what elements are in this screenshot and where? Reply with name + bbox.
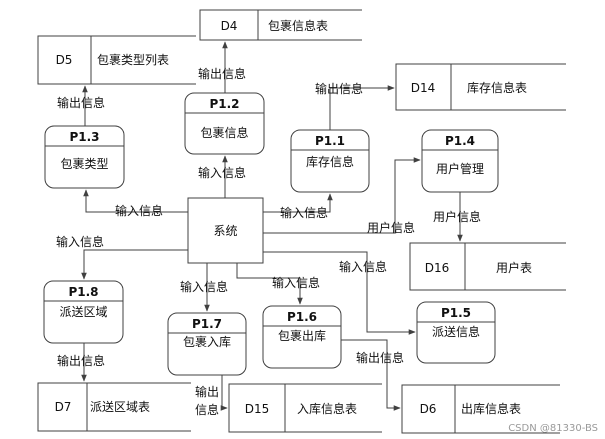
system-label: 系统 — [213, 224, 237, 238]
flow-label: 输出信息 — [57, 353, 105, 368]
store-d5: D5 包裹类型列表 — [37, 35, 196, 85]
process-p1-5: P1.5 派送信息 — [416, 301, 496, 364]
process-p1-4: P1.4 用户管理 — [421, 129, 499, 193]
flow-p1-8-d7: 输出信息 — [57, 343, 105, 382]
process-p1-7-id: P1.7 — [192, 317, 222, 331]
flow-label: 用户信息 — [367, 220, 415, 235]
process-p1-6: P1.6 包裹出库 — [262, 305, 342, 369]
process-p1-7: P1.7 包裹入库 — [167, 312, 247, 376]
flow-system-p1-2: 输入信息 — [198, 155, 246, 198]
store-d6: D6 出库信息表 — [401, 384, 560, 434]
flow-label: 输入信息 — [56, 234, 104, 249]
flow-system-p1-5: 输入信息 — [263, 251, 416, 335]
store-d6-id: D6 — [420, 402, 437, 416]
flow-label: 输出 — [195, 384, 219, 399]
process-p1-1: P1.1 库存信息 — [290, 129, 370, 193]
process-p1-2: P1.2 包裹信息 — [184, 92, 265, 155]
process-p1-4-id: P1.4 — [445, 134, 475, 148]
flow-label: 输入信息 — [180, 279, 228, 294]
store-d15-label: 入库信息表 — [297, 401, 357, 416]
process-p1-5-id: P1.5 — [441, 306, 471, 320]
flow-label: 用户信息 — [433, 209, 481, 224]
flow-label: 输出信息 — [315, 81, 363, 96]
flow-system-p1-1: 输入信息 — [263, 193, 333, 220]
flow-label: 输出信息 — [57, 95, 105, 110]
process-p1-8: P1.8 派送区域 — [43, 280, 124, 344]
store-d15-id: D15 — [245, 402, 270, 416]
process-p1-6-label: 包裹出库 — [278, 328, 326, 343]
flow-p1-2-d4: 输出信息 — [198, 41, 246, 93]
flow-label: 输入信息 — [339, 259, 387, 274]
process-p1-7-label: 包裹入库 — [183, 334, 231, 349]
flow-p1-1-d14: 输出信息 — [315, 81, 395, 130]
watermark: CSDN @81330-BS — [508, 423, 598, 434]
process-p1-1-label: 库存信息 — [306, 154, 354, 169]
flow-p1-7-d15: 输出 信息 — [195, 375, 228, 417]
store-d14-label: 库存信息表 — [467, 80, 527, 95]
store-d4: D4 包裹信息表 — [199, 9, 362, 41]
store-d16: D16 用户表 — [409, 242, 566, 291]
flow-p1-6-d6: 输出信息 — [341, 339, 404, 411]
flow-p1-3-d5: 输出信息 — [57, 85, 105, 126]
store-d7: D7 派送区域表 — [37, 382, 191, 432]
process-p1-6-id: P1.6 — [287, 310, 317, 324]
flow-label: 输入信息 — [115, 203, 163, 218]
store-d5-label: 包裹类型列表 — [97, 52, 169, 67]
process-p1-3-label: 包裹类型 — [60, 156, 108, 171]
flow-system-p1-7: 输入信息 — [180, 263, 228, 312]
store-d4-id: D4 — [221, 19, 238, 33]
flow-system-p1-6: 输入信息 — [236, 263, 320, 305]
process-p1-3: P1.3 包裹类型 — [44, 125, 125, 189]
process-p1-3-id: P1.3 — [69, 130, 99, 144]
process-p1-1-id: P1.1 — [315, 134, 345, 148]
store-d14-id: D14 — [411, 81, 436, 95]
process-p1-2-label: 包裹信息 — [200, 125, 248, 140]
store-d16-id: D16 — [425, 261, 450, 275]
flow-label: 输入信息 — [280, 205, 328, 220]
flow-label: 输出信息 — [198, 66, 246, 81]
flow-label: 信息 — [195, 402, 219, 417]
system-box: 系统 — [187, 197, 264, 264]
store-d16-label: 用户表 — [496, 260, 532, 275]
flow-p1-4-d16: 用户信息 — [433, 192, 481, 242]
store-d7-label: 派送区域表 — [90, 399, 150, 414]
store-d14: D14 库存信息表 — [395, 63, 566, 111]
process-p1-5-label: 派送信息 — [432, 324, 480, 339]
flow-label: 输入信息 — [272, 275, 320, 290]
store-d7-id: D7 — [55, 400, 72, 414]
store-d6-label: 出库信息表 — [461, 401, 521, 416]
flow-system-p1-3: 输入信息 — [83, 189, 188, 218]
flow-system-p1-8: 输入信息 — [56, 234, 188, 280]
process-p1-8-id: P1.8 — [68, 285, 98, 299]
store-d5-id: D5 — [56, 53, 73, 67]
process-p1-2-id: P1.2 — [209, 97, 239, 111]
store-d4-label: 包裹信息表 — [268, 18, 328, 33]
flow-label: 输出信息 — [356, 350, 404, 365]
process-p1-8-label: 派送区域 — [59, 304, 107, 319]
process-p1-4-label: 用户管理 — [436, 161, 484, 176]
store-d15: D15 入库信息表 — [228, 383, 382, 433]
flow-system-p1-4: 用户信息 — [263, 157, 421, 235]
flow-label: 输入信息 — [198, 165, 246, 180]
